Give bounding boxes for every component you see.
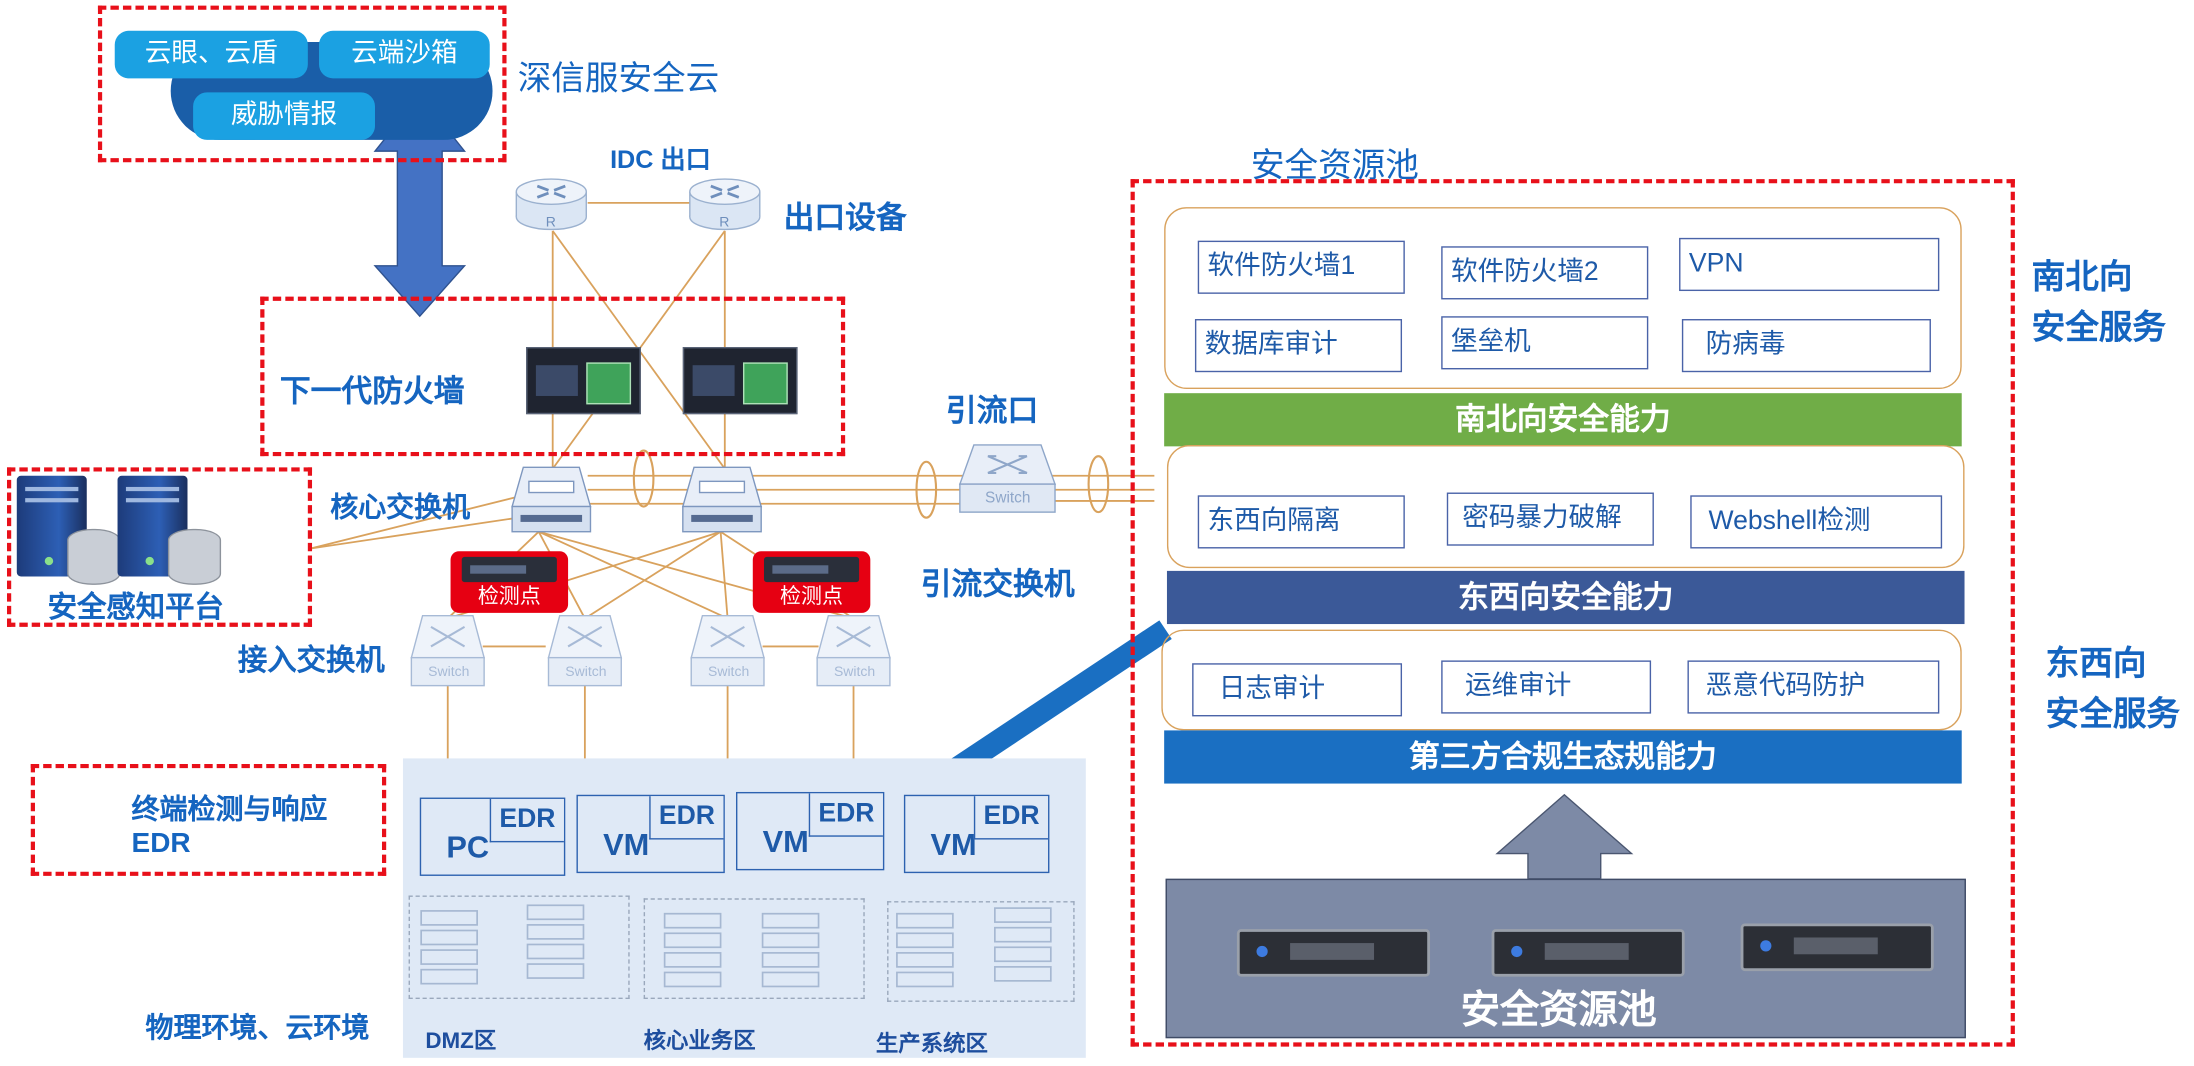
edr-tag: EDR xyxy=(489,798,564,843)
pool-title: 安全资源池 xyxy=(1250,146,1419,185)
capability-software-firewall-1: 软件防火墙1 xyxy=(1197,240,1405,294)
ew-capability-bar: 东西向安全能力 xyxy=(1166,570,1965,625)
switch-text: Switch xyxy=(565,664,607,681)
router-text: R xyxy=(545,215,556,231)
cloud-item-cloudeye: 云眼、云盾 xyxy=(114,30,308,79)
rack-server-icon xyxy=(1491,929,1685,977)
cloud-firewall-double-arrow xyxy=(373,94,467,318)
cloud-dashed-box xyxy=(97,5,507,163)
idc-exit-label: IDC 出口 xyxy=(610,145,711,174)
third-party-capability-group xyxy=(1161,629,1962,731)
ew-service-line2: 安全服务 xyxy=(2045,695,2181,734)
perception-dashed-box xyxy=(6,467,313,627)
edr-dashed-box xyxy=(30,763,387,876)
edr-host-vm: VM EDR xyxy=(735,791,885,871)
edr-label-line1: 终端检测与响应 xyxy=(131,794,328,826)
host-name: VM xyxy=(762,824,809,860)
zone-core-business xyxy=(643,898,865,1000)
zone-label-core: 核心业务区 xyxy=(643,1029,756,1054)
zone-label-dmz: DMZ区 xyxy=(425,1029,497,1054)
exit-devices-label: 出口设备 xyxy=(783,200,907,236)
firewall-device-icon xyxy=(682,347,798,415)
zone-production xyxy=(887,901,1075,1002)
core-switch-label: 核心交换机 xyxy=(330,492,471,524)
ngfw-dashed-box xyxy=(260,296,846,457)
probe-device-icon xyxy=(763,556,860,583)
ns-service-line2: 安全服务 xyxy=(2031,309,2167,348)
zone-dmz xyxy=(408,895,630,1000)
router-text: R xyxy=(719,215,730,231)
diversion-switch-icon: Switch xyxy=(957,442,1058,515)
ns-service-line1: 南北向 xyxy=(2031,258,2133,297)
capability-ew-isolation: 东西向隔离 xyxy=(1197,495,1405,549)
host-name: VM xyxy=(930,826,977,862)
edr-host-vm: VM EDR xyxy=(903,794,1050,874)
capability-antivirus: 防病毒 xyxy=(1681,319,1931,373)
host-name: VM xyxy=(603,826,650,862)
switch-text: Switch xyxy=(833,664,876,681)
ew-capability-group xyxy=(1166,444,1965,569)
host-name: PC xyxy=(446,829,490,865)
access-switch-icon: Switch xyxy=(409,613,487,689)
diversion-port-label: 引流口 xyxy=(945,393,1039,429)
cloud-item-sandbox: 云端沙箱 xyxy=(319,30,490,79)
edr-host-pc: PC EDR xyxy=(419,797,566,876)
access-switch-label: 接入交换机 xyxy=(237,645,385,678)
capability-ops-audit: 运维审计 xyxy=(1441,660,1652,714)
environment-label: 物理环境、云环境 xyxy=(145,1013,370,1044)
cloud-label: 深信服安全云 xyxy=(517,60,720,98)
switch-text: Switch xyxy=(985,489,1031,507)
edr-tag: EDR xyxy=(808,793,883,837)
pool-dashed-box xyxy=(1130,179,2015,1047)
edr-tag: EDR xyxy=(973,796,1049,840)
rack-server-icon xyxy=(1236,929,1431,977)
database-icon xyxy=(167,528,222,585)
pool-base-label: 安全资源池 xyxy=(1460,987,1657,1032)
zone-label-production: 生产系统区 xyxy=(875,1032,988,1057)
edr-tag: EDR xyxy=(649,796,724,840)
edr-host-vm: VM EDR xyxy=(576,794,725,874)
ngfw-label: 下一代防火墙 xyxy=(279,373,465,409)
detection-point: 检测点 xyxy=(450,551,569,613)
cloud-item-threat-intel: 威胁情报 xyxy=(193,92,375,140)
switch-text: Switch xyxy=(428,664,470,681)
perception-platform-label: 安全感知平台 xyxy=(47,591,224,625)
router-icon: R xyxy=(515,175,588,231)
capability-vpn: VPN xyxy=(1679,237,1940,292)
capability-malware-protection: 恶意代码防护 xyxy=(1687,660,1940,714)
third-party-capability-bar: 第三方合规生态规能力 xyxy=(1164,730,1962,784)
capability-db-audit: 数据库审计 xyxy=(1194,319,1403,373)
server-rack-icon xyxy=(420,904,585,985)
database-icon xyxy=(67,528,121,585)
core-switch-icon xyxy=(680,465,764,535)
ns-capability-group xyxy=(1164,207,1962,389)
capability-brute-force: 密码暴力破解 xyxy=(1446,492,1654,546)
server-rack-icon xyxy=(663,912,820,988)
capability-webshell-detection: Webshell检测 xyxy=(1690,495,1943,549)
core-switch-icon xyxy=(509,465,593,535)
ns-capability-bar: 南北向安全能力 xyxy=(1164,393,1962,447)
probe-device-icon xyxy=(461,556,557,583)
detection-point-label: 检测点 xyxy=(477,584,541,609)
router-icon: R xyxy=(688,175,761,231)
capability-bastion: 堡垒机 xyxy=(1441,316,1649,370)
capability-log-audit: 日志审计 xyxy=(1192,663,1403,717)
rack-server-icon xyxy=(1740,923,1934,972)
server-rack-icon xyxy=(896,907,1052,988)
edr-label-line2: EDR xyxy=(131,828,191,860)
diversion-switch-label: 引流交换机 xyxy=(920,566,1075,602)
capability-software-firewall-2: 软件防火墙2 xyxy=(1441,246,1649,300)
ew-service-line1: 东西向 xyxy=(2045,645,2147,683)
detection-point-label: 检测点 xyxy=(780,584,844,609)
access-switch-icon: Switch xyxy=(814,613,892,689)
access-switch-icon: Switch xyxy=(688,613,766,689)
firewall-device-icon xyxy=(526,347,641,415)
detection-point: 检测点 xyxy=(752,551,871,613)
access-switch-icon: Switch xyxy=(546,613,624,689)
switch-text: Switch xyxy=(708,664,750,681)
